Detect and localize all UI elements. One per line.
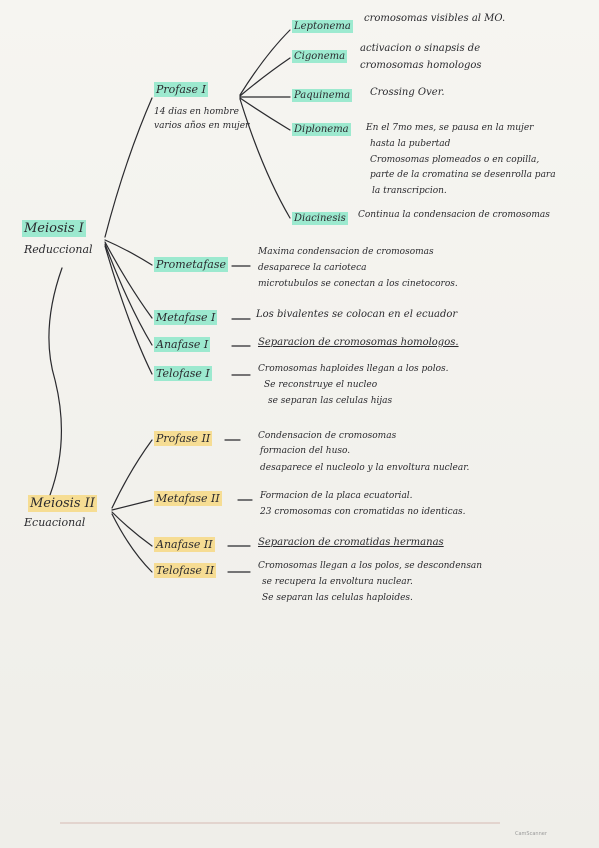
branch-meiosis1-metafase — [104, 241, 153, 319]
phase-metafase1: Metafase I — [154, 310, 218, 325]
phase-metafase2: Metafase II — [154, 491, 222, 506]
phase-telofase1: Telofase I — [154, 366, 212, 381]
telofase2-desc-3: Se separan las celulas haploides. — [262, 593, 413, 603]
anafase1-desc: Separacion de cromosomas homologos. — [258, 337, 459, 348]
metafase2-desc-2: 23 cromosomas con cromatidas no identica… — [260, 507, 466, 517]
meiosis1-subtitle: Reduccional — [24, 243, 93, 256]
profase1-label: Profase I — [154, 82, 208, 97]
metafase1-desc: Los bivalentes se colocan en el ecuador — [256, 309, 458, 320]
branch-meiosis1-telofase — [104, 245, 153, 375]
branch-meiosis2-anafase — [111, 511, 153, 547]
meiosis2-subtitle: Ecuacional — [24, 516, 86, 529]
telofase2-desc-2: se recupera la envoltura nuclear. — [262, 577, 413, 587]
phase-telofase2: Telofase II — [154, 563, 217, 578]
stage-diplonema-desc-4: parte de la cromatina se desenrolla para — [370, 170, 556, 180]
profase2-desc-3: desaparece el nucleolo y la envoltura nu… — [260, 463, 470, 473]
stage-cigonema-desc-1: activacion o sinapsis de — [360, 43, 481, 54]
branch-meiosis1-anafase — [104, 243, 153, 346]
prometafase-desc-1: Maxima condensacion de cromosomas — [258, 247, 434, 257]
stage-diplonema-desc-5: la transcripcion. — [372, 186, 447, 196]
stage-paquinema: Paquinema — [292, 89, 353, 102]
branch-profase-leptonema — [239, 29, 291, 96]
anafase2-desc: Separacion de cromatidas hermanas — [258, 537, 444, 548]
stage-diplonema: Diplonema — [292, 123, 351, 136]
stage-paquinema-desc: Crossing Over. — [370, 87, 445, 98]
phase-prometafase: Prometafase — [154, 257, 228, 272]
branch-meiosis1-prometafase — [104, 239, 153, 266]
prometafase-desc-3: microtubulos se conectan a los cinetocor… — [258, 279, 458, 289]
telofase2-desc-1: Cromosomas llegan a los polos, se descon… — [258, 561, 483, 571]
phase-profase2: Profase II — [154, 431, 213, 446]
profase2-desc-2: formacion del huso. — [260, 446, 351, 456]
metafase2-desc-1: Formacion de la placa ecuatorial. — [260, 491, 413, 501]
telofase1-desc-1: Cromosomas haploides llegan a los polos. — [258, 364, 449, 374]
branch-meiosis2-profase — [111, 439, 153, 509]
stage-diplonema-desc-2: hasta la pubertad — [370, 139, 451, 149]
branch-meiosis1-profase — [104, 97, 153, 238]
stage-leptonema-desc: cromosomas visibles al MO. — [364, 13, 506, 24]
phase-anafase1: Anafase I — [154, 337, 211, 352]
stage-diplonema-desc-3: Cromosomas plomeados o en copilla, — [370, 155, 540, 165]
stage-cigonema: Cigonema — [292, 50, 348, 63]
branch-profase-cigonema — [239, 57, 291, 97]
branch-meiosis2-metafase — [111, 499, 153, 511]
scanner-watermark: CamScanner — [515, 831, 547, 837]
stage-diplonema-desc-1: En el 7mo mes, se pausa en la mujer — [366, 123, 534, 133]
meiosis1-title: Meiosis I — [22, 220, 86, 237]
profase2-desc-1: Condensacion de cromosomas — [258, 431, 397, 441]
prometafase-desc-2: desaparece la carioteca — [258, 263, 367, 273]
link-meiosis1-meiosis2 — [48, 267, 63, 496]
stage-diacinesis-desc: Continua la condensacion de cromosomas — [358, 210, 550, 220]
telofase1-desc-3: se separan las celulas hijas — [268, 396, 393, 406]
profase1-note-line-1: 14 dias en hombre — [154, 107, 239, 117]
branch-profase-diplonema — [239, 97, 291, 131]
branch-meiosis2-telofase — [111, 513, 153, 573]
telofase1-desc-2: Se reconstruye el nucleo — [264, 380, 378, 390]
stage-leptonema: Leptonema — [292, 20, 353, 33]
phase-anafase2: Anafase II — [154, 537, 215, 552]
stage-diacinesis: Diacinesis — [292, 212, 348, 225]
stage-cigonema-desc-2: cromosomas homologos — [360, 60, 482, 71]
meiosis2-title: Meiosis II — [28, 495, 97, 512]
profase1-note-line-2: varios años en mujer — [154, 121, 250, 131]
branch-profase-diacinesis — [239, 98, 291, 219]
